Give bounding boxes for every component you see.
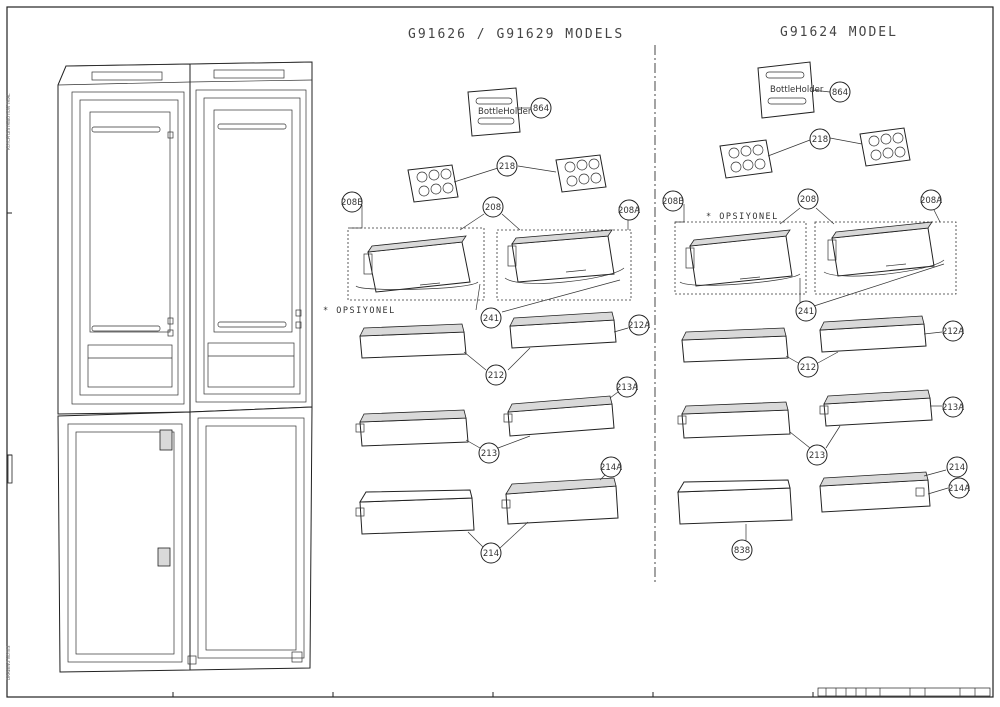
callout-212A: 212A bbox=[628, 321, 650, 331]
callout-241-right: 241 bbox=[798, 307, 814, 317]
optional-note-right: * OPSIYONEL bbox=[706, 212, 779, 222]
egg-tray-218-left: 218 bbox=[407, 154, 607, 203]
dairy-compartment-208-left: 208B 208 208A * OPSIYONEL 241 bbox=[323, 191, 640, 329]
svg-text:DRAWING NOTES: DRAWING NOTES bbox=[6, 645, 11, 680]
callout-208-right: 208 bbox=[800, 195, 816, 205]
door-shelf-214-left: 214 214A bbox=[355, 456, 622, 564]
bottle-holder-label: BottleHolder bbox=[478, 107, 532, 117]
left-section-title: G91626 / G91629 MODELS bbox=[408, 27, 624, 42]
callout-208B: 208B bbox=[341, 198, 363, 208]
callout-213A-right: 213A bbox=[942, 403, 964, 413]
egg-tray-218-right: 218 bbox=[719, 127, 911, 179]
right-section-title: G91624 MODEL bbox=[780, 25, 898, 40]
callout-214: 214 bbox=[483, 549, 499, 559]
door-shelf-838-right: 838 bbox=[677, 479, 793, 561]
dairy-compartment-208-right: 208B * OPSIYONEL 208 208A 241 bbox=[662, 188, 957, 322]
bottle-holder-label-right: BottleHolder bbox=[770, 85, 824, 95]
callout-214-right: 214 bbox=[949, 463, 965, 473]
callout-212A-right: 212A bbox=[942, 327, 964, 337]
callout-864: 864 bbox=[533, 104, 549, 114]
callout-214A: 214A bbox=[600, 463, 622, 473]
refrigerator-door-assembly bbox=[57, 61, 313, 673]
bottle-holder-864-right: BottleHolder 864 bbox=[757, 61, 851, 119]
callout-218-right: 218 bbox=[812, 135, 828, 145]
callout-213-right: 213 bbox=[809, 451, 825, 461]
door-shelf-212-right: 212 212A bbox=[681, 315, 964, 378]
callout-213A: 213A bbox=[616, 383, 638, 393]
drawing-frame bbox=[6, 6, 994, 698]
callout-208: 208 bbox=[485, 203, 501, 213]
callout-838-right: 838 bbox=[734, 546, 750, 556]
door-shelf-213-right: 213 213A bbox=[677, 389, 964, 466]
callout-241: 241 bbox=[483, 314, 499, 324]
callout-208A-right: 208A bbox=[920, 196, 942, 206]
callout-212: 212 bbox=[488, 371, 504, 381]
callout-218: 218 bbox=[499, 162, 515, 172]
svg-text:ROTCH DISTRIBUTION TRIAL: ROTCH DISTRIBUTION TRIAL bbox=[6, 93, 11, 150]
callout-208B-right: 208B bbox=[662, 197, 684, 207]
bottle-holder-864-left: BottleHolder 864 bbox=[467, 87, 552, 137]
callout-214A-right: 214A bbox=[948, 484, 970, 494]
callout-213: 213 bbox=[481, 449, 497, 459]
callout-864-right: 864 bbox=[832, 88, 848, 98]
callout-208A: 208A bbox=[618, 206, 640, 216]
door-shelf-213-left: 213 213A bbox=[355, 376, 638, 464]
title-block bbox=[817, 687, 991, 697]
door-shelf-214-right: 214 214A bbox=[819, 456, 970, 513]
door-shelf-212-left: 212 212A bbox=[359, 311, 650, 386]
callout-212-right: 212 bbox=[800, 363, 816, 373]
optional-note-left: * OPSIYONEL bbox=[323, 306, 396, 316]
